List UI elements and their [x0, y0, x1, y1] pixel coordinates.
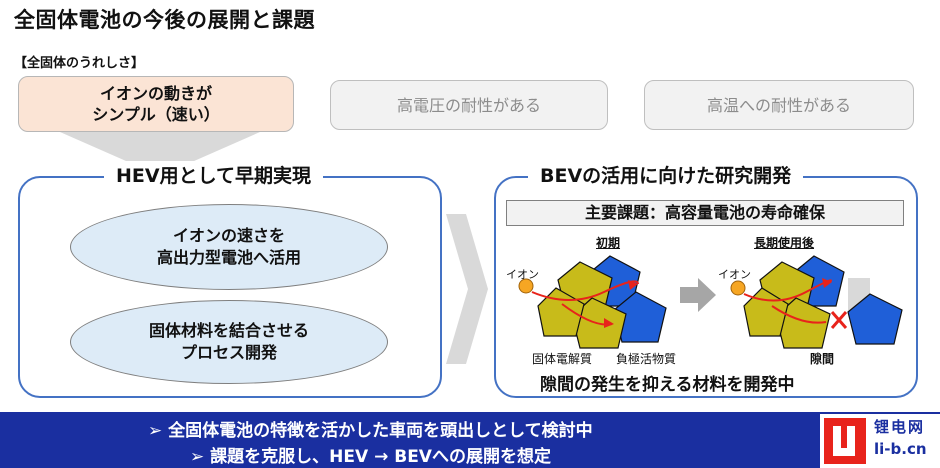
- merit-box-high-temp: 高温への耐性がある: [644, 80, 914, 130]
- initial-state-diagram: [518, 255, 667, 349]
- ellipse-ion-speed-line2: 高出力型電池へ活用: [156, 248, 301, 267]
- summary-line1: ➢ 全固体電池の特徴を活かした車両を頭出しとして検討中: [148, 421, 593, 441]
- ellipse-process: 固体材料を結合させる プロセス開発: [70, 300, 388, 384]
- merit-box-high-voltage: 高電圧の耐性がある: [330, 80, 608, 130]
- left-panel-heading: HEV用として早期実現: [104, 161, 324, 188]
- electrolyte-label: 固体電解質: [532, 352, 593, 366]
- merits-heading: 【全固体のうれしさ】: [14, 56, 145, 71]
- ellipse-process-line2: プロセス開発: [180, 343, 277, 362]
- main-task-box: 主要課題：高容量電池の寿命確保: [506, 200, 904, 226]
- longterm-label: 長期使用後: [754, 236, 815, 250]
- anode-particle: [847, 293, 903, 345]
- ion-particle: [730, 280, 746, 296]
- right-panel-heading: BEVの活用に向けた研究開発: [528, 161, 804, 188]
- logo-text-cn: 锂电网: [874, 418, 926, 436]
- merit-speed-line2: シンプル（速い）: [92, 105, 220, 124]
- conclusion-text: 隙間の発生を抑える材料を開発中: [540, 375, 795, 395]
- summary-bar: ➢ 全固体電池の特徴を活かした車両を頭出しとして検討中 ➢ 課題を克服し、HEV…: [0, 412, 940, 468]
- active-material-label: 負極活物質: [616, 352, 677, 366]
- ion-label-longterm: イオン: [718, 268, 751, 281]
- ellipse-ion-speed-line1: イオンの速さを: [172, 226, 285, 245]
- anode-particle: [613, 291, 667, 343]
- down-arrow-icon: [60, 132, 260, 176]
- logo-mark-icon: [824, 418, 866, 464]
- page-title: 全固体電池の今後の展開と課題: [14, 8, 315, 32]
- blocked-x-icon: [830, 311, 848, 329]
- arrow-right-icon: [680, 278, 716, 312]
- longterm-state-diagram: [730, 255, 903, 349]
- watermark-logo: 锂电网 li-b.cn: [820, 414, 940, 468]
- merit-box-speed: イオンの動きが シンプル（速い）: [18, 76, 294, 132]
- ion-path-arrow: [531, 280, 639, 301]
- chevron-right-icon: [446, 214, 488, 364]
- logo-text-url: li-b.cn: [874, 440, 927, 458]
- ion-particle: [518, 278, 534, 294]
- gap-label: 隙間: [810, 352, 835, 366]
- summary-line2: ➢ 課題を克服し、HEV → BEVへの展開を想定: [190, 447, 551, 467]
- ellipse-process-line1: 固体材料を結合させる: [148, 321, 309, 340]
- ellipse-ion-speed: イオンの速さを 高出力型電池へ活用: [70, 204, 388, 290]
- ion-label-initial: イオン: [506, 268, 539, 281]
- initial-label: 初期: [596, 236, 621, 250]
- merit-speed-line1: イオンの動きが: [99, 84, 212, 103]
- ion-path-arrow: [743, 279, 832, 302]
